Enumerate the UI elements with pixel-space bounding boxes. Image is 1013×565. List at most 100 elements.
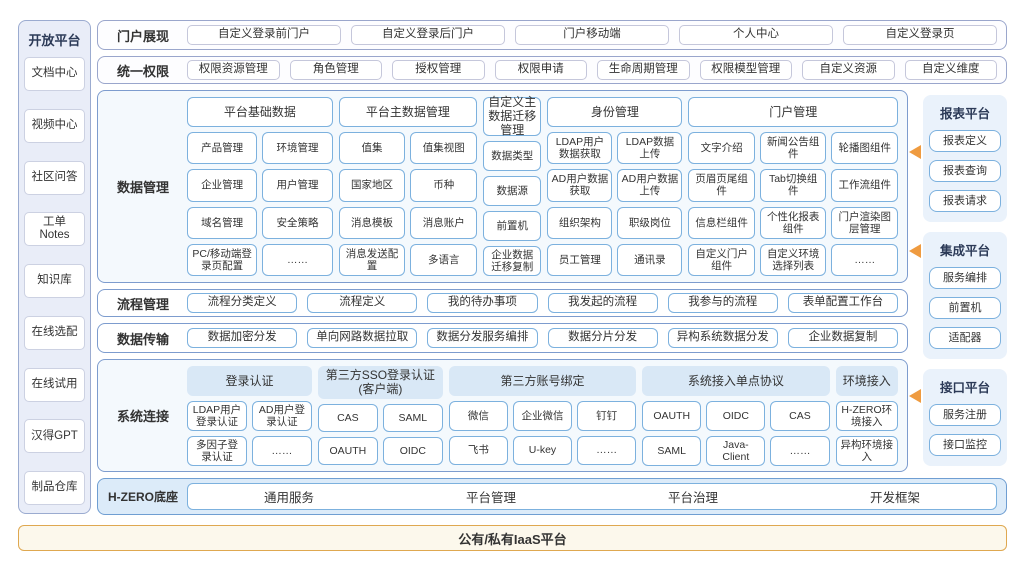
permission-module[interactable]: 自定义资源 — [802, 60, 895, 80]
module-box[interactable]: AD用户数据上传 — [617, 169, 683, 202]
hzero-segment[interactable]: 平台管理 — [465, 491, 516, 505]
left-nav-item[interactable]: 工单Notes — [24, 212, 85, 247]
process-module[interactable]: 流程定义 — [307, 293, 418, 313]
module-box[interactable]: …… — [251, 436, 312, 467]
module-box[interactable]: U-key — [512, 435, 573, 465]
module-box[interactable]: 工作流组件 — [831, 169, 898, 202]
left-nav-item[interactable]: 汉得GPT — [24, 419, 85, 454]
transfer-module[interactable]: 单向网路数据拉取 — [307, 328, 418, 348]
portal-module[interactable]: 门户移动端 — [515, 25, 669, 45]
module-box[interactable]: SAML — [382, 403, 443, 432]
permission-module[interactable]: 权限申请 — [494, 60, 587, 80]
module-box[interactable]: …… — [831, 243, 898, 276]
platform-module[interactable]: 报表请求 — [929, 190, 1001, 212]
module-box[interactable]: 信息栏组件 — [688, 206, 755, 239]
permission-module[interactable]: 自定义维度 — [904, 60, 997, 80]
module-box[interactable]: CAS — [317, 403, 378, 432]
permission-module[interactable]: 角色管理 — [289, 60, 382, 80]
transfer-module[interactable]: 企业数据复制 — [787, 328, 899, 348]
left-nav-item[interactable]: 社区问答 — [24, 160, 85, 195]
module-box[interactable]: 数据类型 — [483, 140, 542, 171]
module-box[interactable]: 消息发送配置 — [338, 243, 406, 276]
left-nav-item[interactable]: 制品仓库 — [24, 471, 85, 505]
module-box[interactable]: 门户渲染图层管理 — [831, 206, 898, 239]
module-box[interactable]: 轮播图组件 — [831, 132, 898, 165]
module-box[interactable]: 前置机 — [483, 210, 542, 241]
transfer-module[interactable]: 数据分片分发 — [547, 328, 658, 348]
platform-module[interactable]: 报表定义 — [929, 130, 1001, 152]
platform-module[interactable]: 报表查询 — [929, 160, 1001, 182]
module-box[interactable]: …… — [770, 436, 830, 467]
module-box[interactable]: OAUTH — [317, 436, 378, 465]
module-box[interactable]: AD用户数据获取 — [547, 169, 613, 202]
platform-module[interactable]: 服务编排 — [929, 267, 1001, 289]
process-module[interactable]: 流程分类定义 — [187, 293, 298, 313]
module-box[interactable]: …… — [577, 435, 637, 465]
process-module[interactable]: 我发起的流程 — [547, 293, 658, 313]
module-box[interactable]: 自定义门户组件 — [688, 243, 755, 276]
module-box[interactable]: 多因子登录认证 — [187, 436, 247, 467]
module-box[interactable]: 个性化报表组件 — [759, 206, 827, 239]
module-box[interactable]: 消息账户 — [410, 206, 478, 239]
module-box[interactable]: …… — [262, 243, 333, 276]
module-box[interactable]: 企业管理 — [187, 169, 258, 202]
portal-module[interactable]: 自定义登录页 — [843, 25, 997, 45]
module-box[interactable]: 数据源 — [483, 175, 542, 206]
module-box[interactable]: 值集视图 — [410, 132, 478, 165]
module-box[interactable]: H-ZERO环境接入 — [835, 401, 898, 432]
platform-module[interactable]: 接口监控 — [929, 434, 1001, 456]
module-box[interactable]: OIDC — [706, 401, 766, 432]
portal-module[interactable]: 自定义登录前门户 — [187, 25, 341, 45]
process-module[interactable]: 我参与的流程 — [667, 293, 778, 313]
hzero-segment[interactable]: 开发框架 — [869, 491, 920, 505]
platform-module[interactable]: 前置机 — [929, 297, 1001, 319]
permission-module[interactable]: 生命周期管理 — [597, 60, 690, 80]
module-box[interactable]: PC/移动端登录页配置 — [187, 243, 258, 276]
module-box[interactable]: 消息模板 — [338, 206, 406, 239]
module-box[interactable]: 钉钉 — [577, 401, 637, 431]
hzero-segment[interactable]: 平台治理 — [667, 491, 718, 505]
transfer-module[interactable]: 数据分发服务编排 — [427, 328, 538, 348]
module-box[interactable]: 职级岗位 — [617, 206, 683, 239]
module-box[interactable]: OAUTH — [642, 401, 702, 432]
module-box[interactable]: Java-Client — [706, 436, 766, 467]
process-module[interactable]: 我的待办事项 — [427, 293, 538, 313]
module-box[interactable]: AD用户登录认证 — [251, 401, 312, 432]
module-box[interactable]: 新闻公告组件 — [759, 132, 827, 165]
module-box[interactable]: 币种 — [410, 169, 478, 202]
module-box[interactable]: LDAP用户数据获取 — [547, 132, 613, 165]
module-box[interactable]: 环境管理 — [262, 132, 333, 165]
module-box[interactable]: 异构环境接入 — [835, 436, 898, 467]
module-box[interactable]: SAML — [642, 436, 702, 467]
module-box[interactable]: OIDC — [382, 436, 443, 465]
left-nav-item[interactable]: 在线试用 — [24, 367, 85, 402]
portal-module[interactable]: 个人中心 — [679, 25, 833, 45]
module-box[interactable]: 企业数据迁移复制 — [483, 245, 542, 276]
module-box[interactable]: 组织架构 — [547, 206, 613, 239]
left-nav-item[interactable]: 视频中心 — [24, 108, 85, 143]
module-box[interactable]: 国家地区 — [338, 169, 406, 202]
platform-module[interactable]: 适配器 — [929, 327, 1001, 349]
module-box[interactable]: 产品管理 — [187, 132, 258, 165]
module-box[interactable]: 域名管理 — [187, 206, 258, 239]
module-box[interactable]: 值集 — [338, 132, 406, 165]
left-nav-item[interactable]: 知识库 — [24, 264, 85, 298]
module-box[interactable]: 安全策略 — [262, 206, 333, 239]
module-box[interactable]: 飞书 — [448, 435, 508, 465]
module-box[interactable]: 文字介绍 — [688, 132, 755, 165]
module-box[interactable]: 自定义环境选择列表 — [759, 243, 827, 276]
module-box[interactable]: LDAP用户登录认证 — [187, 401, 247, 432]
left-nav-item[interactable]: 文档中心 — [24, 57, 85, 91]
module-box[interactable]: 微信 — [448, 401, 508, 431]
module-box[interactable]: 员工管理 — [547, 243, 613, 276]
module-box[interactable]: 通讯录 — [617, 243, 683, 276]
module-box[interactable]: 多语言 — [410, 243, 478, 276]
permission-module[interactable]: 权限模型管理 — [699, 60, 792, 80]
platform-module[interactable]: 服务注册 — [929, 404, 1001, 426]
transfer-module[interactable]: 数据加密分发 — [187, 328, 298, 348]
hzero-segment[interactable]: 通用服务 — [263, 491, 314, 505]
permission-module[interactable]: 权限资源管理 — [187, 60, 280, 80]
permission-module[interactable]: 授权管理 — [392, 60, 485, 80]
module-box[interactable]: Tab切换组件 — [759, 169, 827, 202]
left-nav-item[interactable]: 在线选配 — [24, 315, 85, 350]
